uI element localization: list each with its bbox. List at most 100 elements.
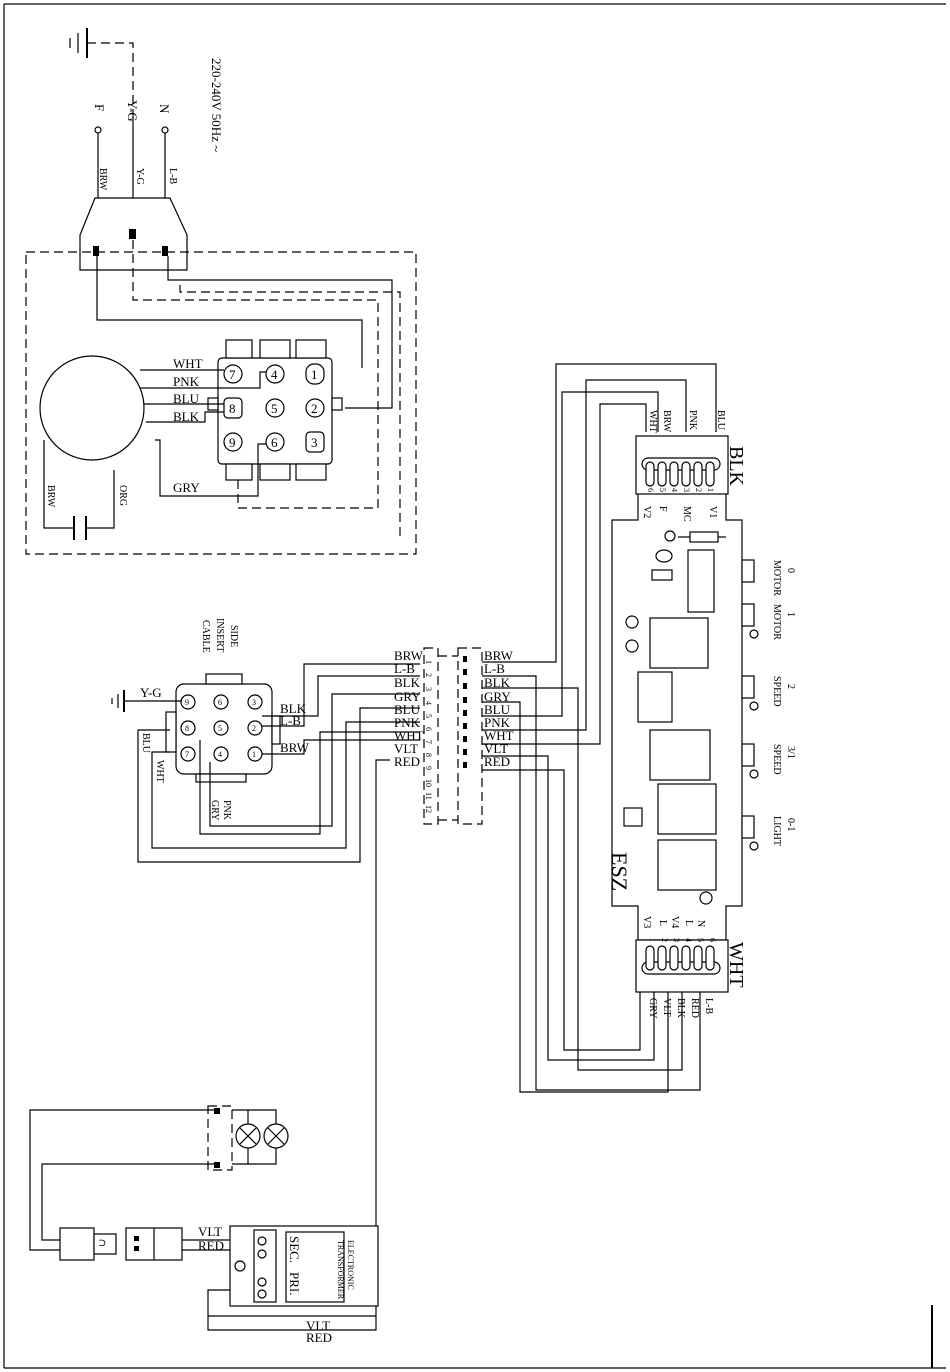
tb-right-label: L-B: [484, 661, 505, 676]
tb-number: 7: [424, 740, 433, 744]
motor-wire-wht: WHT: [173, 356, 203, 371]
button-num: 2: [785, 684, 796, 689]
motor-pin: 6: [271, 435, 278, 450]
transformer-sec: SEC.: [287, 1236, 302, 1263]
wht-pin: 5: [696, 938, 705, 942]
side-pin: 7: [185, 750, 189, 759]
motor-pin: 9: [229, 435, 236, 450]
blk-wire: BRW: [661, 410, 672, 433]
button-num: 0: [785, 568, 796, 573]
tb-number: 4: [424, 701, 433, 705]
motor: [39, 355, 145, 461]
tb-left-label: PNK: [394, 715, 421, 730]
motor-pin: 7: [229, 367, 236, 382]
light-red: RED: [198, 1238, 224, 1253]
motor-pin: 8: [229, 401, 236, 416]
blk-pin: 5: [658, 488, 667, 492]
wht-wire: L-B: [703, 998, 714, 1014]
supply-voltage: 220-240V 50Hz ~: [209, 58, 224, 152]
cap-org: ORG: [117, 485, 128, 506]
side-earth-symbol: [111, 690, 125, 712]
light-vlt: VLT: [198, 1224, 222, 1239]
blk-pin: 6: [646, 488, 655, 492]
wht-wire: VLT: [661, 998, 672, 1017]
motor-wire-gry: GRY: [173, 480, 200, 495]
supply-f: F: [92, 104, 107, 111]
tb-right-label: WHT: [484, 728, 514, 743]
blk-wire: WHT: [647, 410, 658, 433]
motor-wire-pnk: PNK: [173, 374, 200, 389]
side-title-1: SIDE: [228, 625, 239, 647]
tb-right-label: VLT: [484, 741, 508, 756]
button-speed-3[interactable]: [741, 743, 755, 767]
transformer-title-1: ELECTRONIC: [346, 1240, 355, 1290]
tb-left-label: L-B: [394, 661, 415, 676]
board-buttons: 0 MOTOR 1 MOTOR 2 SPEED 3/1 SPEED 0-1 LI…: [741, 559, 796, 851]
side-pnk: PNK: [221, 800, 232, 821]
tb-number: 12: [424, 805, 433, 813]
side-gry: GRY: [209, 800, 220, 821]
side-pin: 1: [252, 750, 256, 759]
tb-right-label: BLU: [484, 702, 511, 717]
button-motor-1[interactable]: [741, 603, 755, 627]
earth-dash-line: [87, 42, 134, 110]
tb-number: 10: [424, 779, 433, 787]
wht-wire: BLK: [675, 998, 686, 1019]
wht-wire: RED: [689, 998, 700, 1018]
tb-right-label: GRY: [484, 689, 511, 704]
supply-brw: BRW: [97, 168, 108, 191]
motor-pin: 2: [311, 401, 318, 416]
side-brw: BRW: [280, 740, 310, 755]
button-speed-2[interactable]: [741, 675, 755, 699]
bottom-red: RED: [306, 1330, 332, 1345]
tb-right-label: PNK: [484, 715, 511, 730]
wht-connector-label: WHT: [725, 942, 747, 988]
button-label: SPEED: [771, 676, 782, 707]
supply-lb: L-B: [167, 168, 178, 184]
tb-right-label: BRW: [484, 648, 514, 663]
button-label: LIGHT: [771, 816, 782, 846]
blk-wire: BLU: [715, 410, 726, 431]
tb-left-label: BLK: [394, 675, 421, 690]
side-pin: 9: [185, 698, 189, 707]
blk-connector-label: BLK: [725, 446, 747, 487]
lamp-plug: [59, 1227, 95, 1261]
terminal-n: [161, 126, 169, 134]
side-blk: BLK: [280, 701, 307, 716]
side-title-3: CABLE: [200, 620, 211, 653]
blk-pin: 4: [670, 488, 679, 492]
plug-pin-f: [93, 246, 99, 256]
button-num: 3/1: [785, 746, 796, 759]
wht-pin: 2: [660, 938, 669, 942]
blk-pin: 2: [694, 488, 703, 492]
transformer-pri: PRI.: [287, 1272, 302, 1295]
tb-left-label: WHT: [394, 728, 424, 743]
button-num: 0-1: [785, 818, 796, 831]
wht-pin: 3: [672, 938, 681, 942]
tb-left-label: GRY: [394, 689, 421, 704]
terminal-f: [94, 126, 102, 134]
side-title-2: INSERT: [214, 618, 225, 652]
button-light[interactable]: [741, 815, 755, 839]
motor-pin: 5: [271, 401, 278, 416]
tb-number: 3: [424, 687, 433, 691]
wht-pin: 1: [648, 938, 657, 942]
wht-signal: V3: [641, 916, 652, 928]
terminal-block-right: [457, 647, 483, 825]
supply-yg-2: Y-G: [134, 168, 145, 185]
wht-signal: L: [683, 920, 694, 926]
tb-number: 2: [424, 673, 433, 677]
tb-number: 5: [424, 714, 433, 718]
button-motor-0[interactable]: [741, 559, 755, 583]
wht-wire: GRY: [647, 998, 658, 1019]
terminal-right-labels: BRW L-B BLK GRY BLU PNK WHT VLT RED: [484, 648, 514, 769]
side-pins: 9 6 3 8 5 2 7 4 1: [180, 694, 263, 762]
tb-number: 11: [424, 792, 433, 800]
tb-left-label: BLU: [394, 702, 421, 717]
motor-wire-blk: BLK: [173, 409, 200, 424]
button-label: MOTOR: [771, 604, 782, 640]
wht-signal: N: [695, 920, 706, 927]
blk-wire: PNK: [687, 410, 698, 431]
tb-left-label: RED: [394, 754, 420, 769]
